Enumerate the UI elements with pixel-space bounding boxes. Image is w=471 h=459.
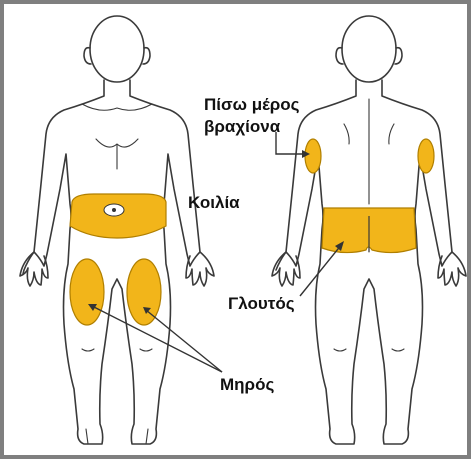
back-body-outline — [276, 80, 452, 444]
back-of-arm-label-line1: Πίσω μέρος — [204, 95, 300, 114]
right-thigh-injection-area — [127, 259, 161, 325]
front-body-outline — [23, 80, 200, 444]
thighs-label: Μηρός — [220, 375, 274, 394]
front-knee-lines — [82, 349, 152, 444]
navel-dot — [112, 208, 116, 212]
front-chest-lines — [82, 104, 152, 169]
buttocks-label: Γλουτός — [228, 294, 295, 313]
left-thigh-pointer — [92, 306, 222, 372]
pointer-lines — [92, 132, 342, 372]
front-head — [90, 16, 144, 82]
back-of-arm-label-line2: βραχίονα — [204, 117, 281, 136]
diagram-canvas: Πίσω μέρος βραχίονα Κοιλία Γλουτός Μηρός — [4, 4, 467, 455]
left-thigh-injection-area — [70, 259, 104, 325]
back-ears — [336, 48, 402, 64]
right-back-arm-injection-area — [418, 139, 434, 173]
front-injection-areas — [70, 194, 166, 325]
front-ears — [84, 48, 150, 64]
back-head — [342, 16, 396, 82]
front-right-hand — [186, 252, 214, 286]
abdomen-label: Κοιλία — [188, 193, 240, 212]
back-right-hand — [438, 252, 466, 286]
back-knee-lines — [334, 349, 404, 351]
right-thigh-pointer — [146, 310, 222, 372]
left-back-arm-injection-area — [305, 139, 321, 173]
